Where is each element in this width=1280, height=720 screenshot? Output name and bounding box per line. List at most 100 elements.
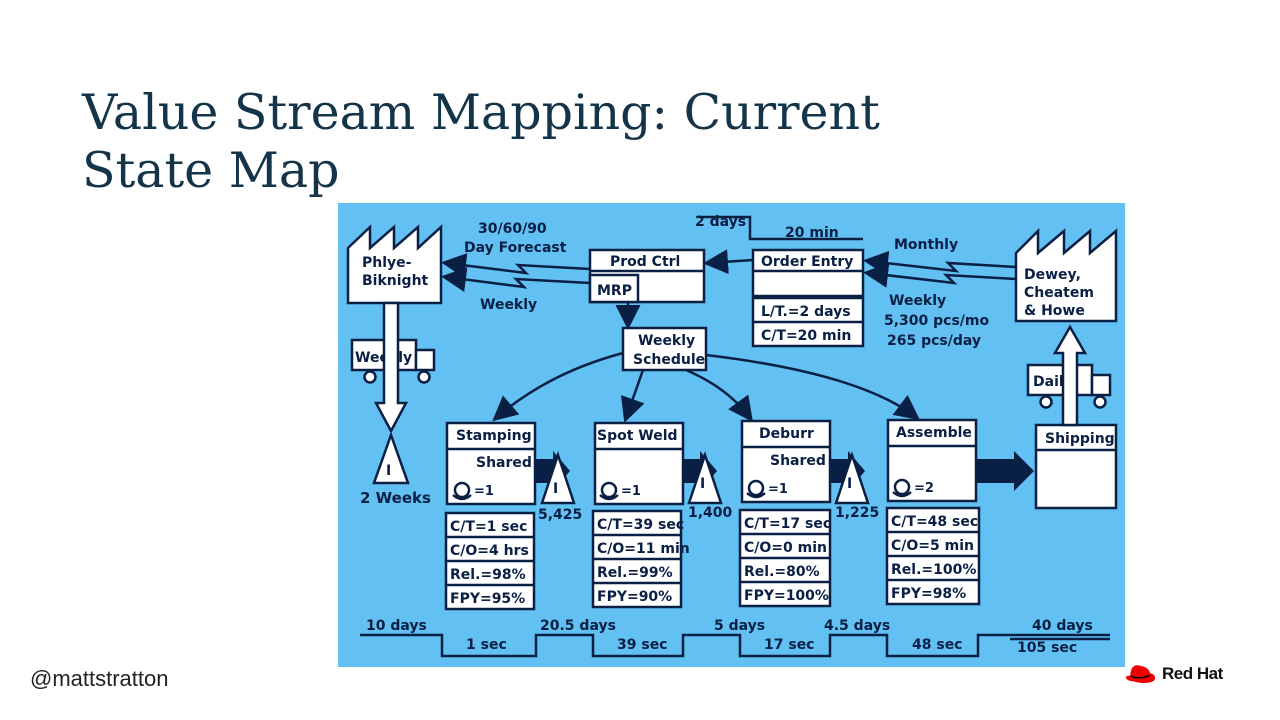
customer-factory-icon: Dewey, Cheatem & Howe [1014, 227, 1118, 323]
first-pass-yield: FPY=90% [597, 589, 672, 605]
inventory-qty: 1,225 [835, 505, 879, 521]
customer-monthly-demand: 5,300 pcs/mo [884, 313, 990, 329]
reliability: Rel.=99% [597, 565, 673, 581]
process-time-4: 48 sec [912, 637, 962, 653]
process-operators: =2 [914, 481, 934, 496]
supplier-inventory-symbol: I [386, 463, 391, 479]
process-shared: Shared [476, 455, 532, 471]
process-stamping: Stamping Shared =1 [445, 421, 537, 506]
customer-electronic-info-icon [863, 250, 1017, 288]
customer-truck-icon: Daily [1026, 363, 1112, 409]
inventory-stamping-weld-icon: I [540, 451, 576, 505]
cycle-time: C/T=1 sec [450, 519, 527, 535]
inventory-qty: 1,400 [688, 505, 733, 521]
supplier-name-line2: Biknight [362, 273, 429, 289]
process-operators: =1 [621, 484, 641, 499]
process-name: Assemble [896, 425, 972, 441]
forecast-line2: Day Forecast [464, 240, 567, 256]
schedule-distribution-arrows [492, 351, 920, 423]
inventory-symbol: I [847, 476, 852, 492]
customer-name-line1: Dewey, [1024, 267, 1081, 283]
reliability: Rel.=98% [450, 567, 526, 583]
shipping-box: Shipping [1034, 423, 1118, 510]
changeover-time: C/O=4 hrs [450, 543, 529, 559]
first-pass-yield: FPY=100% [744, 588, 829, 604]
cycle-time: C/T=48 sec [891, 514, 978, 530]
mrp-label: MRP [597, 283, 632, 299]
inventory-symbol: I [553, 481, 558, 497]
reliability: Rel.=100% [891, 562, 976, 578]
supplier-name-line1: Phlye- [362, 255, 412, 271]
supplier-inventory-icon: I [372, 431, 410, 485]
forecast-line1: 30/60/90 [478, 221, 547, 237]
supplier-factory-icon: Phlye- Biknight [346, 224, 443, 305]
data-box-assemble: C/T=48 sec C/O=5 min Rel.=100% FPY=98% [885, 506, 981, 606]
order-entry-cycle-time: C/T=20 min [761, 328, 851, 344]
customer-name-line3: & Howe [1024, 303, 1085, 319]
customer-shipment-arrow-icon [1052, 324, 1088, 427]
customer-daily-demand: 265 pcs/day [887, 333, 981, 349]
process-time-2: 39 sec [617, 637, 667, 653]
cycle-time: C/T=39 sec [597, 517, 684, 533]
operator-icon [599, 481, 619, 501]
cycle-time: C/T=17 sec [744, 516, 831, 532]
customer-weekly-label: Weekly [889, 293, 946, 309]
process-spot-weld: Spot Weld =1 [593, 421, 685, 506]
inventory-symbol: I [700, 476, 705, 492]
order-entry-top-days: 2 days [695, 214, 746, 230]
process-time-3: 17 sec [764, 637, 814, 653]
changeover-time: C/O=11 min [597, 541, 690, 557]
process-time-1: 1 sec [466, 637, 507, 653]
data-box-spot-weld: C/T=39 sec C/O=11 min Rel.=99% FPY=90% [591, 509, 690, 609]
wait-time-2: 20.5 days [540, 618, 616, 634]
wait-time-1: 10 days [366, 618, 427, 634]
slide-title: Value Stream Mapping: Current State Map [82, 84, 982, 200]
twitter-handle: @mattstratton [30, 666, 169, 691]
slide-title-line2: State Map [82, 142, 340, 199]
wait-time-3: 5 days [714, 618, 765, 634]
process-shared: Shared [770, 453, 826, 469]
monthly-forecast-label: Monthly [894, 237, 958, 253]
data-box-stamping: C/T=1 sec C/O=4 hrs Rel.=98% FPY=95% [444, 511, 536, 611]
customer-name-line2: Cheatem [1024, 285, 1094, 301]
process-name: Deburr [759, 426, 814, 442]
first-pass-yield: FPY=98% [891, 586, 966, 602]
first-pass-yield: FPY=95% [450, 591, 525, 607]
shipping-label: Shipping [1045, 431, 1115, 447]
process-assemble: Assemble =2 [886, 418, 978, 503]
inventory-weld-deburr-icon: I [687, 451, 723, 505]
wait-time-5: 40 days [1032, 618, 1093, 634]
red-hat-logo-icon [1125, 665, 1156, 683]
changeover-time: C/O=0 min [744, 540, 827, 556]
process-name: Spot Weld [597, 428, 678, 444]
supplier-shipment-arrow-icon [373, 301, 409, 434]
order-entry-label: Order Entry [761, 254, 853, 270]
operator-icon [452, 481, 472, 501]
order-entry-top-min: 20 min [785, 225, 839, 241]
supplier-inventory-days: 2 Weeks [360, 489, 431, 507]
changeover-time: C/O=5 min [891, 538, 974, 554]
slide-title-line1: Value Stream Mapping: Current [82, 84, 880, 141]
total-process-time: 105 sec [1017, 640, 1077, 656]
operator-icon [746, 479, 766, 499]
data-box-deburr: C/T=17 sec C/O=0 min Rel.=80% FPY=100% [738, 508, 832, 608]
weekly-order-to-supplier: Weekly [480, 297, 537, 313]
weekly-schedule-line2: Schedule [633, 352, 705, 368]
weekly-schedule-line1: Weekly [638, 333, 695, 349]
process-operators: =1 [474, 484, 494, 499]
value-stream-map: Phlye- Biknight Dewey, Cheatem & Howe 30… [338, 203, 1125, 667]
wait-time-4: 4.5 days [824, 618, 890, 634]
order-entry-lead-time: L/T.=2 days [761, 304, 851, 320]
brand-name: Red Hat [1162, 664, 1223, 683]
weekly-schedule-box: Weekly Schedule [621, 326, 708, 372]
inventory-deburr-assemble-icon: I [834, 451, 870, 505]
order-entry-box: 2 days 20 min Order Entry L/T.=2 days C/… [695, 214, 865, 348]
process-deburr: Deburr Shared =1 [740, 419, 832, 504]
process-operators: =1 [768, 482, 788, 497]
process-name: Stamping [456, 428, 532, 444]
order-to-prodctrl-arrow-icon [703, 249, 754, 275]
prod-ctrl-label: Prod Ctrl [610, 254, 680, 270]
inventory-qty: 5,425 [538, 507, 582, 523]
electronic-info-arrow-icon [441, 253, 591, 292]
production-control-box: Prod Ctrl MRP [588, 248, 706, 304]
